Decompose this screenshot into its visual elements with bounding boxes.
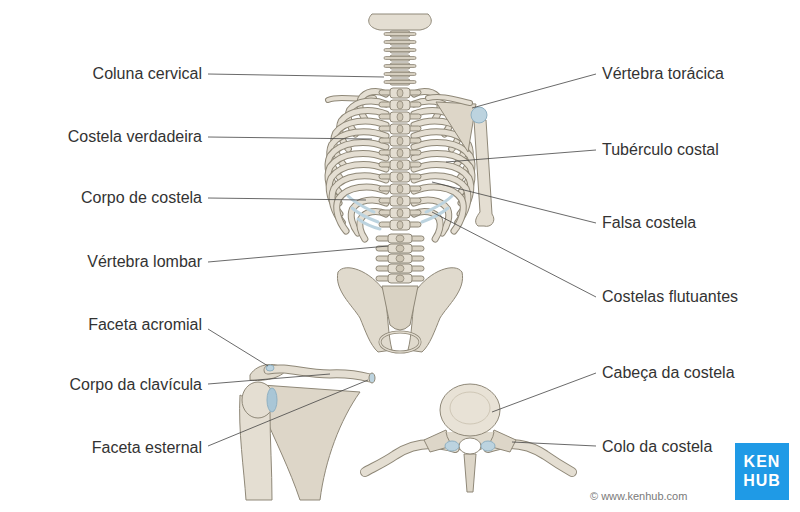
anatomy-label: Tubérculo costal	[602, 140, 719, 159]
watermark: © www.kenhub.com	[590, 490, 687, 503]
leader-lines	[208, 74, 596, 446]
anatomy-label: Faceta esternal	[92, 438, 202, 457]
anatomy-label: Vértebra torácica	[602, 64, 724, 83]
anatomy-label: Colo da costela	[602, 437, 712, 456]
anatomy-label: Cabeça da costela	[602, 363, 735, 382]
logo-text: KEN HUB	[740, 453, 784, 490]
anatomy-label: Corpo de costela	[81, 188, 202, 207]
anatomy-label: Costela verdadeira	[68, 127, 202, 146]
anatomy-label: Vértebra lombar	[87, 252, 202, 271]
anatomy-label: Faceta acromial	[88, 315, 202, 334]
anatomy-label: Coluna cervical	[93, 64, 202, 83]
anatomy-label: Corpo da clavícula	[69, 375, 202, 394]
logo-box: KEN HUB	[735, 443, 789, 500]
anatomy-label: Falsa costela	[602, 213, 696, 232]
anatomy-label: Costelas flutuantes	[602, 287, 738, 306]
